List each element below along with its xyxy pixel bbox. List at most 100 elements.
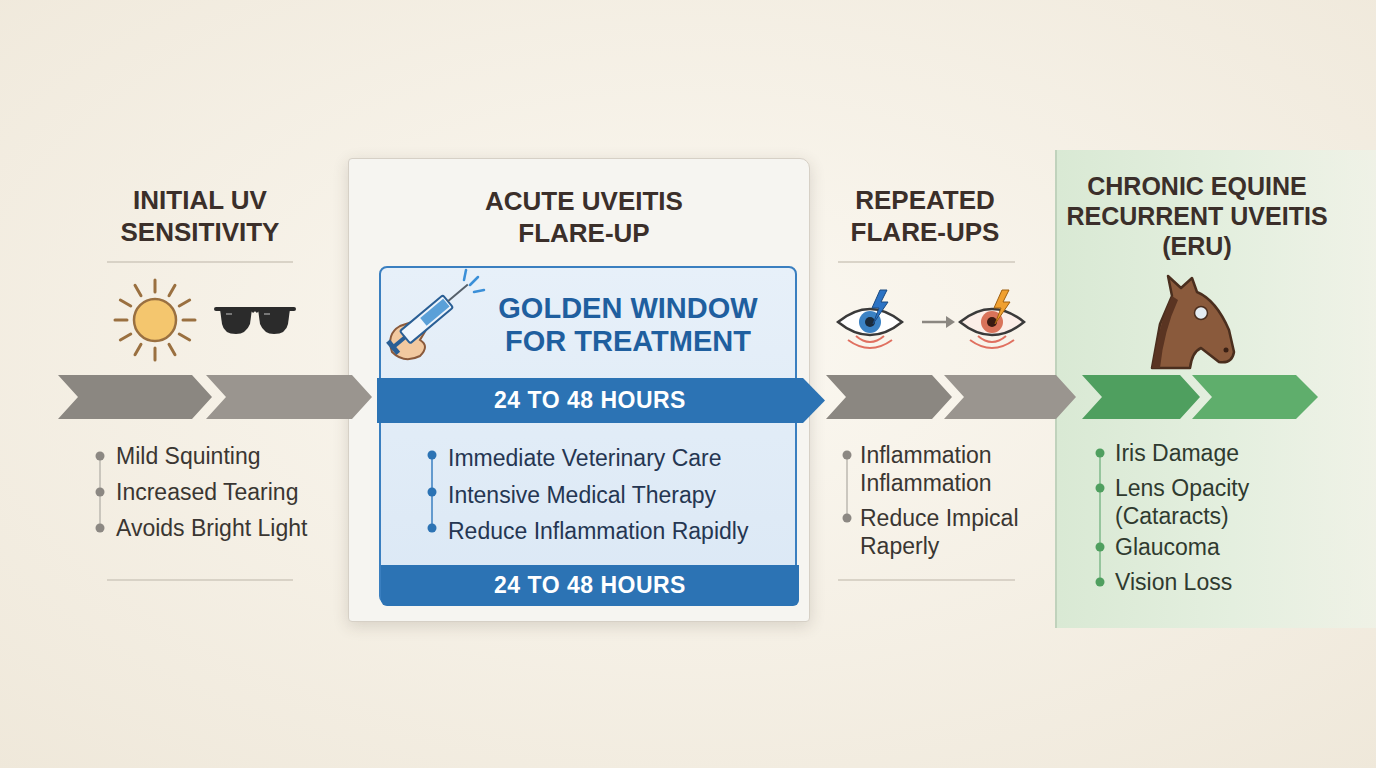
bullet-text: Reduce Impical Raperly xyxy=(860,504,1030,560)
divider-rule xyxy=(838,261,1015,263)
syringe-needle xyxy=(448,285,468,302)
time-band-arrow: 24 TO 48 HOURS xyxy=(377,378,825,423)
inflamed-eye-icon xyxy=(838,290,902,348)
divider-rule xyxy=(107,261,293,263)
bullet-guide xyxy=(431,455,433,528)
inflamed-eye-icon xyxy=(960,290,1024,348)
sun-ray xyxy=(154,280,157,292)
sun-ray xyxy=(169,285,175,295)
glasses-frame xyxy=(216,307,294,311)
timeline-chevron xyxy=(1082,375,1200,419)
band-arrow-fill xyxy=(377,378,825,423)
bullet-dot xyxy=(1096,543,1105,552)
band-text: 24 TO 48 HOURS xyxy=(377,378,803,423)
sun-disc xyxy=(134,299,176,341)
glasses-bridge xyxy=(252,310,258,312)
box-title: GOLDEN WINDOW FOR TREATMENT xyxy=(465,292,791,358)
horse-head xyxy=(1152,276,1234,368)
bullet-text: Reduce Inflammation Rapidly xyxy=(448,517,788,545)
redness-arc xyxy=(970,340,1014,348)
bullet-dot xyxy=(428,488,437,497)
divider-rule xyxy=(107,579,293,581)
sparkle-line xyxy=(474,290,484,292)
glasses-glint xyxy=(226,313,232,315)
bullet-dot xyxy=(1096,449,1105,458)
eye-pupil xyxy=(865,317,875,327)
lightning-bolt xyxy=(994,290,1010,324)
syringe-plunger xyxy=(394,337,405,346)
sun-ray xyxy=(120,334,130,340)
sun-ray xyxy=(120,300,130,306)
bullet-guide xyxy=(846,455,848,518)
band-text: 24 TO 48 HOURS xyxy=(381,565,799,606)
bullet-text: Vision Loss xyxy=(1115,568,1315,596)
horse-head-icon xyxy=(1152,276,1234,368)
treatment-box: 24 TO 48 HOURS24 TO 48 HOURSGOLDEN WINDO… xyxy=(379,266,797,604)
syringe-plunger-cap xyxy=(386,340,400,355)
bullet-text: Mild Squinting xyxy=(116,442,346,470)
hand-shape xyxy=(390,320,426,359)
bullet-text: Lens Opacity (Cataracts) xyxy=(1115,474,1275,530)
bullet-dot xyxy=(428,451,437,460)
stage-heading: ACUTE UVEITIS FLARE-UP xyxy=(434,185,734,249)
bullet-dot xyxy=(1096,484,1105,493)
redness-arc xyxy=(856,336,884,342)
small-arrow-head xyxy=(946,316,955,328)
sparkle-line xyxy=(464,270,466,280)
time-band: 24 TO 48 HOURS xyxy=(381,565,799,606)
stage-heading: CHRONIC EQUINE RECURRENT UVEITIS (ERU) xyxy=(1047,171,1347,261)
bullet-guide xyxy=(99,456,101,528)
redness-arc xyxy=(978,336,1006,342)
bullet-text: Avoids Bright Light xyxy=(116,514,346,542)
stage-heading: REPEATED FLARE-UPS xyxy=(815,184,1035,248)
sun-ray xyxy=(154,348,157,360)
divider-rule xyxy=(838,579,1015,581)
stage-panel: 24 TO 48 HOURS 24 TO 48 HOURS GOLDEN WINDO… xyxy=(348,158,810,622)
timeline-chevron xyxy=(1192,375,1318,419)
sun-ray xyxy=(135,344,141,354)
small-arrow xyxy=(922,321,946,324)
sun-ray xyxy=(135,285,141,295)
bullet-dot xyxy=(428,524,437,533)
lightning-bolt xyxy=(872,290,888,324)
syringe-liquid xyxy=(420,299,449,326)
sun-icon xyxy=(115,280,195,360)
horse-eye xyxy=(1195,307,1208,320)
bullet-dot xyxy=(96,524,105,533)
eye-pupil xyxy=(987,317,997,327)
stage-panel: CHRONIC EQUINE RECURRENT UVEITIS (ERU)Ir… xyxy=(1055,150,1376,628)
eye-outline xyxy=(960,309,1024,335)
sparkle-line xyxy=(470,277,478,285)
redness-arc xyxy=(848,340,892,348)
bullet-text: Intensive Medical Therapy xyxy=(448,481,788,509)
bullet-dot xyxy=(96,488,105,497)
timeline-chevron xyxy=(206,375,372,419)
bullet-text: Inflammation Inflammation xyxy=(860,441,1030,497)
glasses-lens xyxy=(220,309,252,334)
timeline-chevron xyxy=(826,375,952,419)
sun-ray xyxy=(115,319,127,322)
bullet-text: Glaucoma xyxy=(1115,533,1315,561)
eye-iris xyxy=(859,311,881,333)
glasses-glint xyxy=(264,313,270,315)
bullet-dot xyxy=(1096,578,1105,587)
sun-ray xyxy=(179,334,189,340)
bullet-text: Immediate Veterinary Care xyxy=(448,444,788,472)
horse-nostril xyxy=(1224,348,1229,353)
syringe-icon xyxy=(386,270,484,359)
bullet-text: Increased Tearing xyxy=(116,478,346,506)
stage-heading: INITIAL UV SENSITIVITY xyxy=(80,184,320,248)
glasses-lens xyxy=(258,309,290,334)
bullet-dot xyxy=(96,452,105,461)
bullet-dot xyxy=(843,451,852,460)
bullet-dot xyxy=(843,514,852,523)
sunglasses-icon xyxy=(216,309,294,334)
syringe-barrel xyxy=(400,295,453,343)
timeline-chevron xyxy=(944,375,1076,419)
sun-ray xyxy=(183,319,195,322)
sun-ray xyxy=(169,344,175,354)
sun-ray xyxy=(179,300,189,306)
